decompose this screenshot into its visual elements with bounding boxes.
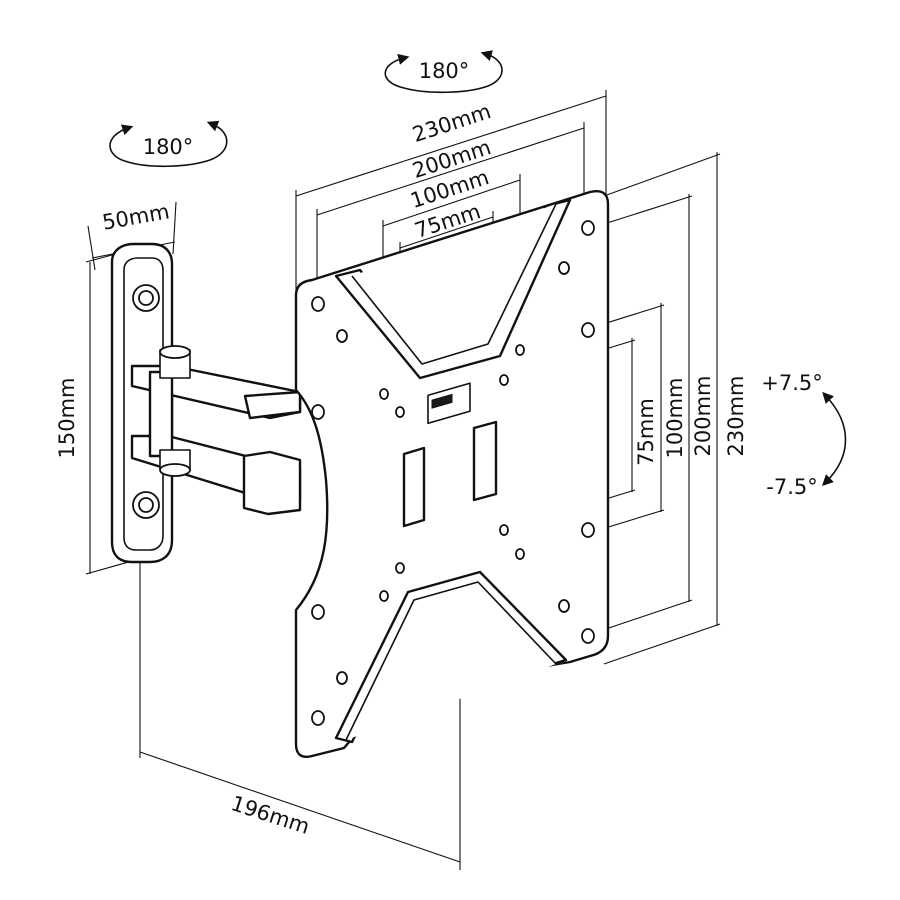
wall-plate-height-label: 150mm xyxy=(55,378,79,459)
vesa-plate xyxy=(294,190,610,758)
tilt-arrow-icon xyxy=(822,391,847,486)
swivel-arm xyxy=(130,345,302,516)
plate-swivel-rotation-indicator: 180° xyxy=(384,50,503,94)
hole-height-230-label: 230mm xyxy=(724,376,748,457)
tilt-indicator: +7.5° -7.5° xyxy=(761,371,847,499)
wall-plate-height-dimension: 150mm xyxy=(55,254,133,575)
extension-label: 196mm xyxy=(228,791,312,839)
plate-swivel-label: 180° xyxy=(419,59,470,83)
rotation-arrow-icon xyxy=(109,120,228,168)
vertical-dimensions: 75mm 100mm 200mm 230mm xyxy=(504,152,748,665)
arm-swivel-label: 180° xyxy=(143,135,194,159)
wall-plate-width-label: 50mm xyxy=(100,199,171,234)
rotation-arrow-icon xyxy=(384,50,503,94)
hole-height-100-label: 100mm xyxy=(663,378,687,459)
wall-plate xyxy=(110,242,174,564)
tilt-down-label: -7.5° xyxy=(766,475,817,499)
hole-height-75-label: 75mm xyxy=(634,398,658,466)
tilt-up-label: +7.5° xyxy=(761,371,823,395)
hole-height-200-label: 200mm xyxy=(691,376,715,457)
arm-swivel-rotation-indicator: 180° xyxy=(109,120,228,168)
